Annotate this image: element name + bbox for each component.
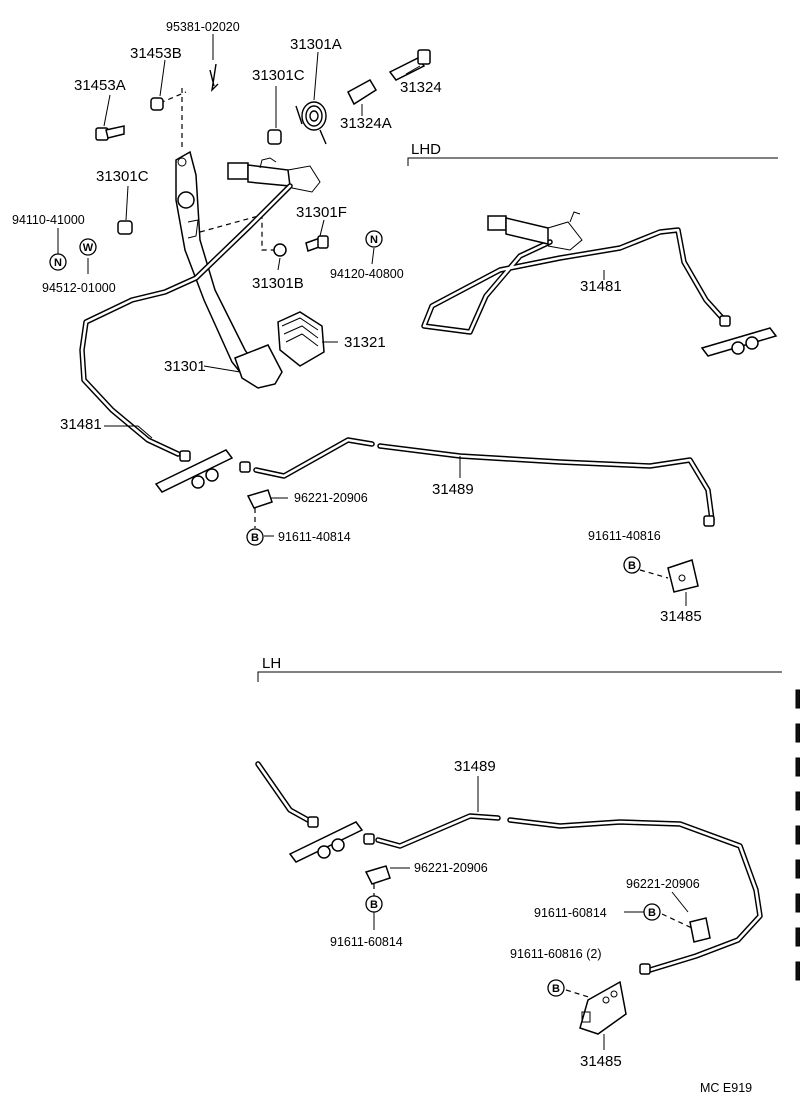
badge-b-label: B	[251, 532, 259, 544]
badge-b-label: B	[628, 560, 636, 572]
badge-w-label: W	[83, 242, 94, 254]
label-31485: 31485	[660, 608, 702, 625]
pedal-hole	[177, 157, 187, 167]
clip	[209, 63, 219, 93]
lhd-pipe	[421, 227, 727, 335]
badge-n-label: N	[54, 257, 62, 269]
badge-n-94120: N	[365, 230, 383, 248]
badge-w-94512: W	[79, 238, 97, 256]
label-31301: 31301	[164, 358, 206, 375]
label-lh-96221-20906-a: 96221-20906	[414, 861, 488, 875]
bolt-31301f	[305, 235, 329, 252]
edge-marks	[795, 689, 800, 981]
label-lh-96221-20906-b: 96221-20906	[626, 877, 700, 891]
badge-b-60816: B	[547, 979, 565, 997]
label-31301f: 31301F	[296, 204, 347, 221]
clamp-96221-20906	[246, 489, 273, 509]
badge-b-40816: B	[623, 556, 641, 574]
label-91611-40816: 91611-40816	[588, 529, 661, 543]
pedal-cushion	[277, 311, 325, 367]
label-91611-40814: 91611-40814	[278, 530, 351, 544]
badge-b-label: B	[648, 907, 656, 919]
lh-pipe-end-fitting	[639, 963, 651, 975]
lh-bracket-line	[257, 671, 782, 682]
badge-b-60814-b: B	[643, 903, 661, 921]
bushing-31301c-top	[267, 129, 282, 145]
union-bracket	[154, 449, 251, 493]
pipe-end-fitting	[703, 515, 715, 527]
pipe-31489-b	[377, 443, 715, 523]
label-94120-40800: 94120-40800	[330, 267, 404, 281]
bushing-31301b	[273, 243, 287, 257]
return-spring	[295, 101, 327, 145]
label-96221-20906: 96221-20906	[294, 491, 368, 505]
label-94512-01000: 94512-01000	[42, 281, 116, 295]
bolt-31324	[388, 49, 431, 81]
section-title-lh: LH	[262, 655, 281, 672]
collar-31324a	[347, 78, 378, 106]
label-31324: 31324	[400, 79, 442, 96]
section-title-lhd: LHD	[411, 141, 441, 158]
pedal-pad	[234, 344, 283, 389]
badge-n-label: N	[370, 234, 378, 246]
bracket-31485	[667, 559, 699, 593]
badge-n-94110: N	[49, 253, 67, 271]
label-31489: 31489	[432, 481, 474, 498]
label-31481-lhd: 31481	[580, 278, 622, 295]
label-31301c-mid: 31301C	[96, 168, 149, 185]
label-lh-91611-60814-b: 91611-60814	[534, 906, 607, 920]
part-labels: 95381-02020 31453B 31301A 31453A 31301C …	[12, 20, 702, 1070]
main-pipe-assembly	[79, 183, 715, 593]
label-lh-91611-60816: 91611-60816 (2)	[510, 947, 602, 961]
lh-section	[255, 671, 800, 1035]
pedal-assembly	[95, 49, 431, 389]
label-lh-91611-60814-a: 91611-60814	[330, 935, 403, 949]
lhd-union-bracket	[700, 315, 778, 357]
label-lh-31485: 31485	[580, 1053, 622, 1070]
label-lh-31489: 31489	[454, 758, 496, 775]
lhd-bracket-line	[407, 157, 778, 166]
badge-b-40814: B	[246, 528, 264, 546]
leader-lines	[57, 34, 687, 1050]
pedal-bracket	[187, 219, 199, 239]
label-31301b: 31301B	[252, 275, 304, 292]
bushing-31453b	[150, 97, 164, 111]
lh-union-bracket	[288, 816, 375, 863]
label-31453b: 31453B	[130, 45, 182, 62]
label-31301a: 31301A	[290, 36, 342, 53]
label-95381-02020: 95381-02020	[166, 20, 240, 34]
diagram-code: MC E919	[700, 1081, 752, 1095]
lh-clamp-b	[689, 917, 711, 943]
badge-b-label: B	[370, 899, 378, 911]
badge-b-60814-a: B	[365, 895, 383, 913]
label-31324a: 31324A	[340, 115, 392, 132]
lh-clamp-a	[364, 865, 391, 885]
master-cylinder	[227, 157, 321, 193]
lhd-section	[407, 157, 778, 357]
label-31481: 31481	[60, 416, 102, 433]
bushing-31301c-mid	[117, 220, 133, 235]
label-31301c-top: 31301C	[252, 67, 305, 84]
pedal-pivot	[177, 191, 195, 209]
badge-b-label: B	[552, 983, 560, 995]
lh-pipe-in	[255, 761, 311, 823]
label-31321: 31321	[344, 334, 386, 351]
lhd-master-cylinder	[487, 211, 583, 251]
label-31453a: 31453A	[74, 77, 126, 94]
lh-bracket-31485	[579, 980, 627, 1035]
bolt-31453a	[95, 125, 125, 141]
label-94110-41000: 94110-41000	[12, 213, 85, 227]
